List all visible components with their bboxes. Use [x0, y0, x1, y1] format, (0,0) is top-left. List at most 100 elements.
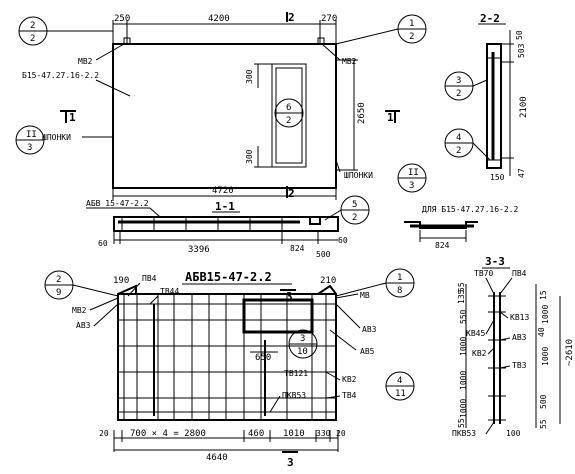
- bubble-1-2: 1 2: [335, 14, 427, 45]
- svg-text:АВ3: АВ3: [362, 325, 377, 334]
- svg-text:1000: 1000: [541, 347, 550, 366]
- section-3-3: 3-3 55 135 550 1000 1000 1000 55 15 1000…: [452, 255, 575, 438]
- svg-text:50: 50: [515, 30, 524, 40]
- dim-250: 250: [114, 14, 130, 24]
- svg-text:КВ2: КВ2: [342, 375, 357, 384]
- svg-text:~2610: ~2610: [565, 339, 575, 366]
- svg-text:2: 2: [456, 89, 461, 99]
- svg-text:1000: 1000: [459, 371, 468, 390]
- svg-text:3: 3: [456, 76, 461, 86]
- section-1-1-title: 1-1: [215, 200, 235, 213]
- bubble-6-2: 6 2: [274, 98, 304, 128]
- svg-text:4: 4: [397, 376, 402, 386]
- shponki-label-right: ШПОНКИ: [344, 171, 373, 180]
- bubble-4-2: 4 2: [444, 128, 491, 161]
- svg-text:1000: 1000: [541, 305, 550, 324]
- svg-text:КВ45: КВ45: [466, 329, 485, 338]
- dim-270: 270: [321, 14, 337, 24]
- svg-text:ПВ4: ПВ4: [142, 274, 157, 283]
- section-2-2-title: 2-2: [480, 12, 500, 25]
- svg-text:3: 3: [27, 143, 32, 153]
- svg-text:ПКВ53: ПКВ53: [282, 391, 306, 400]
- svg-text:503: 503: [517, 43, 526, 58]
- svg-text:135: 135: [457, 289, 466, 304]
- svg-text:150: 150: [490, 173, 505, 182]
- svg-text:КВ13: КВ13: [510, 313, 529, 322]
- cage-title: АБВ15-47-2.2: [185, 270, 272, 284]
- section-mark-2-top: 2: [288, 11, 295, 24]
- svg-text:2: 2: [456, 146, 461, 156]
- svg-text:МВ2: МВ2: [72, 306, 87, 315]
- section-1-1: 1-1 АБВ 15-47-2.2 60 3396 824 500 60 5 2…: [86, 187, 519, 259]
- svg-text:МВ: МВ: [360, 291, 370, 300]
- section-mark-1-left: 1: [69, 111, 76, 124]
- plan-view: 250 4200 270 2 2 300 300 2650 4720 МВ2 Б…: [15, 11, 427, 200]
- slab-mark-label: Б15-47.27.16-2.2: [22, 71, 99, 80]
- section-mark-2-bottom: 2: [288, 187, 295, 200]
- svg-text:47: 47: [517, 168, 526, 178]
- svg-text:55: 55: [457, 282, 466, 292]
- svg-text:500: 500: [539, 394, 548, 409]
- opening: [271, 63, 307, 168]
- bubble-ii-3-left: II 3: [15, 125, 45, 155]
- bubble-2-2: 2 2: [18, 16, 113, 46]
- svg-text:11: 11: [395, 389, 406, 399]
- bubble-3-10: 3 10: [288, 329, 318, 359]
- svg-text:100: 100: [506, 429, 521, 438]
- dim-4200: 4200: [208, 14, 230, 24]
- svg-text:3: 3: [300, 334, 305, 344]
- svg-text:6: 6: [286, 103, 291, 113]
- svg-text:55: 55: [539, 419, 548, 429]
- section-2-2: 2-2 50 503 2100 150 47 3 2 4 2: [444, 12, 529, 182]
- cage-frame: [117, 293, 337, 421]
- svg-text:20: 20: [336, 429, 346, 438]
- svg-text:КВ2: КВ2: [472, 349, 487, 358]
- svg-text:АВ3: АВ3: [76, 321, 91, 330]
- bubble-5-2: 5 2: [324, 195, 370, 225]
- svg-text:2: 2: [286, 116, 291, 126]
- section-1-1-body: [113, 216, 339, 232]
- svg-text:ТВ70: ТВ70: [474, 269, 493, 278]
- dim-300-top: 300: [245, 69, 254, 84]
- aside-dim-824: 824: [435, 241, 450, 250]
- svg-text:330: 330: [316, 429, 331, 438]
- svg-text:460: 460: [248, 429, 264, 439]
- svg-text:3: 3: [286, 290, 293, 303]
- svg-text:824: 824: [290, 244, 305, 253]
- svg-text:ТВ121: ТВ121: [284, 369, 308, 378]
- section-mark-1-right: 1: [387, 111, 394, 124]
- svg-text:3: 3: [409, 181, 414, 191]
- mv2-label-left: МВ2: [78, 57, 93, 66]
- svg-text:500: 500: [316, 250, 331, 259]
- svg-text:10: 10: [297, 347, 308, 357]
- svg-text:9: 9: [56, 288, 61, 298]
- svg-text:2: 2: [409, 32, 414, 42]
- svg-text:II: II: [26, 130, 37, 140]
- dim-300-bottom: 300: [245, 149, 254, 164]
- abv-label-1-1: АБВ 15-47-2.2: [86, 199, 149, 208]
- svg-text:8: 8: [397, 286, 402, 296]
- svg-text:2: 2: [30, 21, 35, 31]
- svg-text:1000: 1000: [459, 337, 468, 356]
- svg-text:2100: 2100: [519, 96, 529, 118]
- svg-text:20: 20: [99, 429, 109, 438]
- svg-text:ТВ4: ТВ4: [342, 391, 357, 400]
- svg-text:ТВ3: ТВ3: [512, 361, 527, 370]
- bubble-1-8: 1 8: [335, 268, 415, 298]
- bubble-4-11: 4 11: [385, 371, 415, 401]
- svg-text:650: 650: [255, 353, 271, 363]
- svg-text:2: 2: [30, 34, 35, 44]
- svg-text:ТВ44: ТВ44: [160, 287, 179, 296]
- svg-text:ПВ4: ПВ4: [512, 269, 527, 278]
- section-3-3-title: 3-3: [485, 255, 505, 268]
- cage-elevation: АБВ15-47-2.2: [44, 268, 415, 469]
- svg-text:1: 1: [409, 19, 414, 29]
- svg-text:60: 60: [338, 236, 348, 245]
- shponki-label-left: ШПОНКИ: [42, 133, 71, 142]
- svg-text:4: 4: [456, 133, 461, 143]
- opening-frame: [242, 298, 314, 334]
- bubble-2-9: 2 9: [44, 270, 119, 300]
- svg-text:550: 550: [459, 309, 468, 324]
- svg-text:1: 1: [397, 273, 402, 283]
